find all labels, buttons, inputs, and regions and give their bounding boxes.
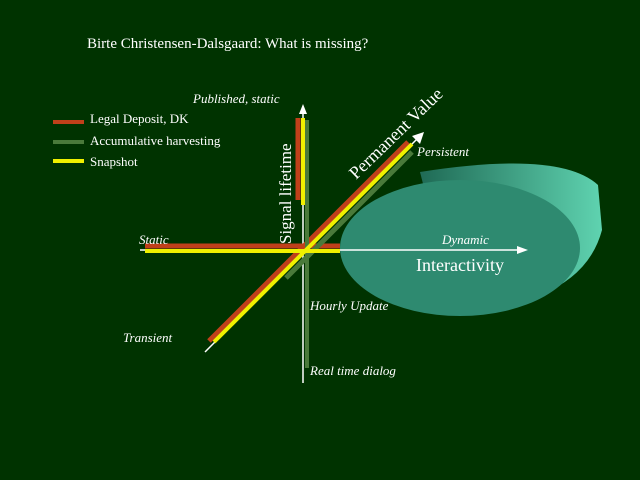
label-dynamic: Dynamic [441,232,489,247]
label-hourly-update: Hourly Update [309,298,389,313]
legend-label-snapshot: Snapshot [90,154,138,169]
series-accumulative [284,120,414,368]
label-interactivity: Interactivity [416,255,504,275]
label-signal-lifetime: Signal lifetime [276,143,295,244]
series-snapshot-segment [212,142,414,344]
legend-label-accumulative: Accumulative harvesting [90,133,221,148]
legend: Legal Deposit, DK Accumulative harvestin… [53,111,221,169]
dynamic-cylinder [340,163,602,316]
label-real-time-dialog: Real time dialog [309,363,396,378]
label-persistent: Persistent [416,144,469,159]
series-snapshot [145,118,414,344]
slide-title: Birte Christensen-Dalsgaard: What is mis… [87,36,369,52]
label-published-static: Published, static [192,91,280,106]
cylinder-face [340,180,580,316]
diagonal-axis-arrow [412,132,424,144]
horizontal-axis-arrow [517,246,528,254]
vertical-axis-arrow [299,104,307,114]
legend-label-legal-deposit: Legal Deposit, DK [90,111,189,126]
label-transient: Transient [123,330,173,345]
series-accumulative-segment [284,150,414,280]
label-static: Static [139,232,169,247]
